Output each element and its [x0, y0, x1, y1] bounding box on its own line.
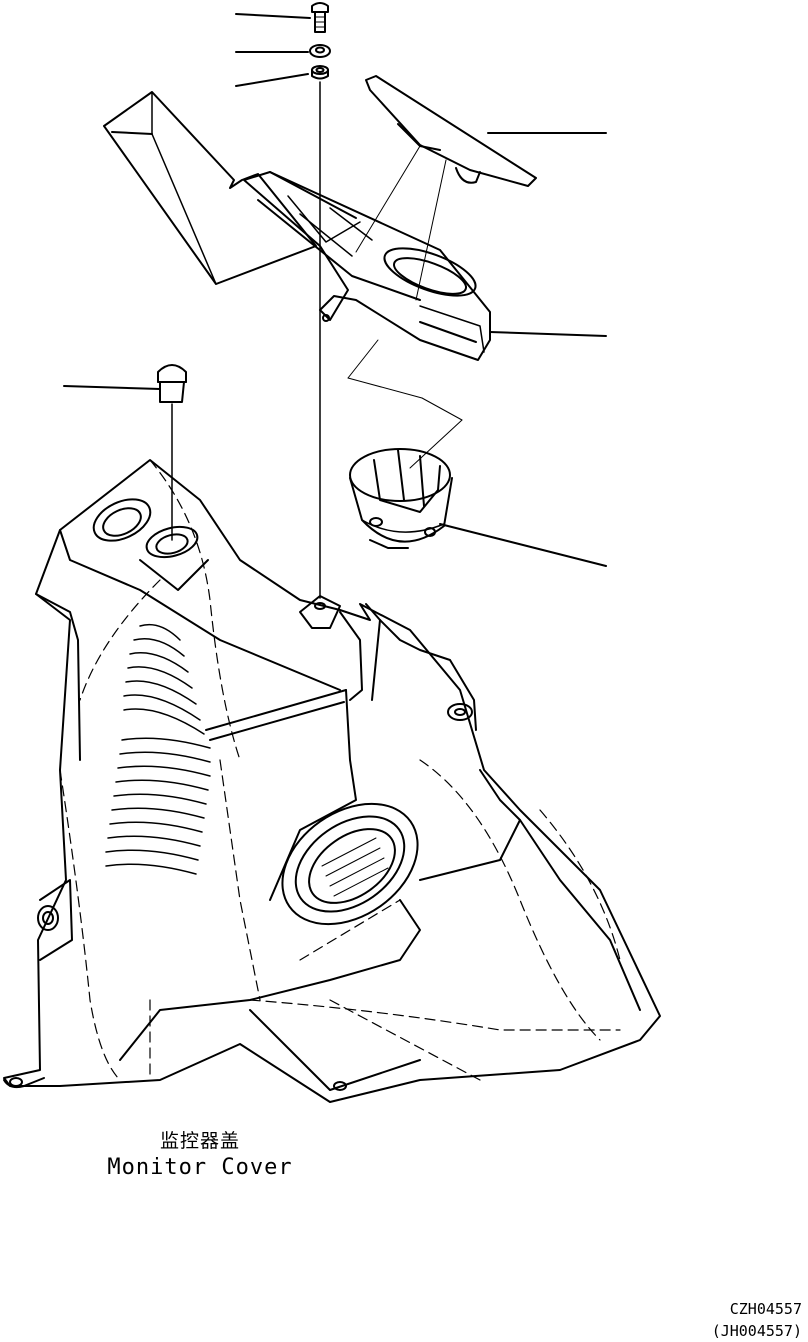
washer-part: [309, 44, 331, 58]
leader-line-bolt: [235, 13, 311, 19]
drawing-code-secondary: (JH004557): [711, 1322, 802, 1340]
nut-part: [311, 65, 329, 80]
duct-part: [103, 91, 491, 469]
vent-part: [349, 448, 453, 549]
cap-part: [157, 364, 187, 541]
leader-line-nut: [235, 73, 309, 87]
caption-english: Monitor Cover: [107, 1155, 293, 1180]
leader-line-cap: [63, 385, 161, 390]
lid-part: [355, 75, 537, 301]
leader-line-duct: [489, 331, 607, 337]
monitor-cover-body: [3, 459, 661, 1103]
hidden-lines: [59, 459, 621, 1081]
caption-chinese: 监控器盖: [159, 1130, 240, 1152]
bolt-part: [311, 2, 329, 33]
leader-line-vent: [439, 523, 607, 567]
drawing-code-primary: CZH04557: [729, 1300, 802, 1318]
